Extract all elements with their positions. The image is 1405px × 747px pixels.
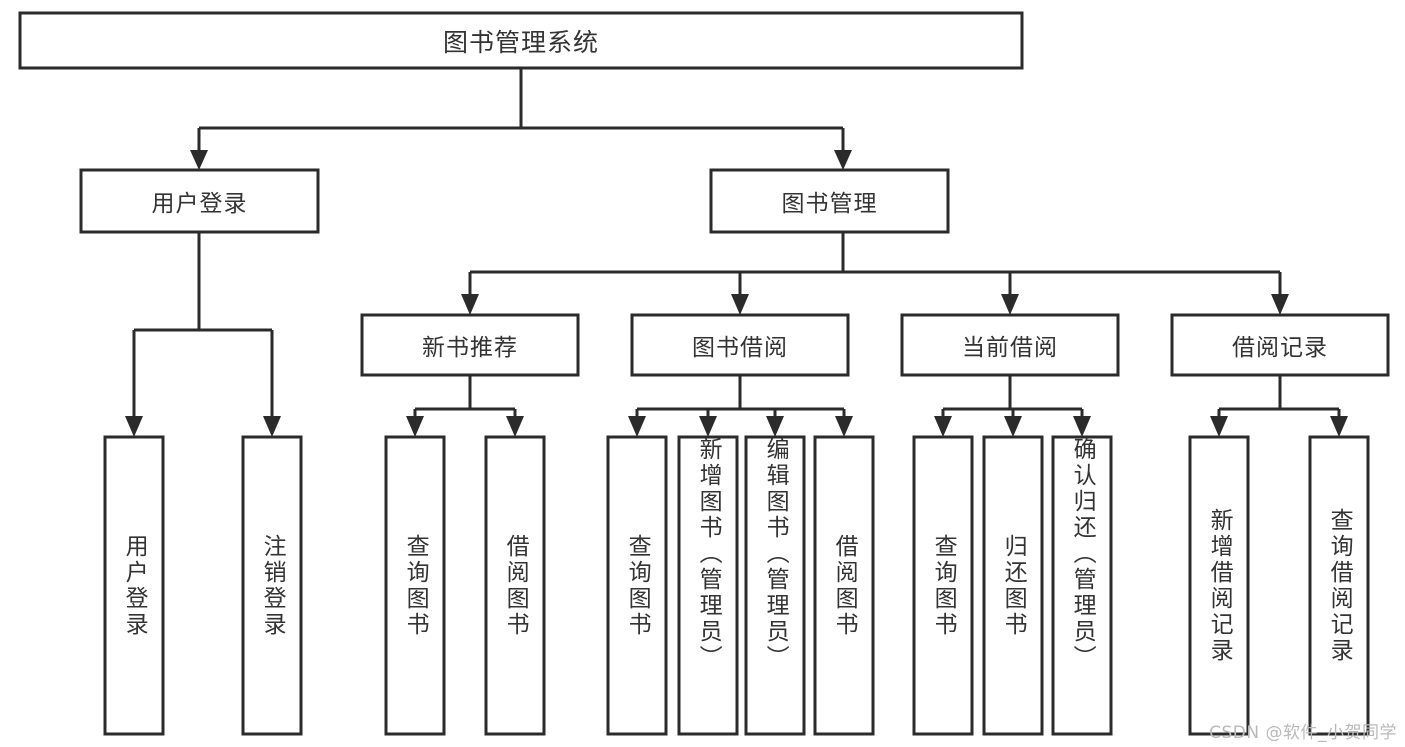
connector-new-book-to-leaves: [406, 375, 524, 437]
leaf-node-box[interactable]: [1051, 435, 1113, 736]
connector-current-borrow-to-leaves: [934, 375, 1091, 437]
connector-root-to-level1: [190, 68, 852, 170]
level2-node-box-new-book-recommend[interactable]: [360, 313, 580, 377]
connector-borrow-record-to-leaves: [1210, 375, 1348, 437]
level2-node-box-borrow-record[interactable]: [1170, 313, 1390, 377]
connector-book-management-to-level2: [461, 232, 1289, 315]
leaf-node-box[interactable]: [677, 435, 739, 736]
leaf-node-box[interactable]: [982, 435, 1044, 736]
root-node-box[interactable]: [18, 11, 1024, 70]
leaf-node-box[interactable]: [103, 435, 165, 736]
level2-node-box-current-borrow[interactable]: [900, 313, 1120, 377]
connector-book-borrow-to-leaves: [628, 375, 853, 437]
leaf-node-box[interactable]: [1188, 435, 1250, 736]
leaf-node-box[interactable]: [484, 435, 546, 736]
connector-user-login-to-leaves: [125, 232, 281, 437]
leaf-node-box[interactable]: [1308, 435, 1370, 736]
level2-node-box-book-borrow[interactable]: [630, 313, 850, 377]
leaf-node-box[interactable]: [606, 435, 668, 736]
level1-node-box-user-login[interactable]: [79, 168, 320, 234]
leaf-node-box[interactable]: [813, 435, 875, 736]
leaf-node-box[interactable]: [384, 435, 446, 736]
watermark-text: CSDN @软件_小贺同学: [1209, 723, 1397, 743]
leaf-node-box[interactable]: [241, 435, 303, 736]
leaf-node-box[interactable]: [912, 435, 974, 736]
level1-node-box-book-management[interactable]: [709, 168, 950, 234]
leaf-node-box[interactable]: [744, 435, 806, 736]
